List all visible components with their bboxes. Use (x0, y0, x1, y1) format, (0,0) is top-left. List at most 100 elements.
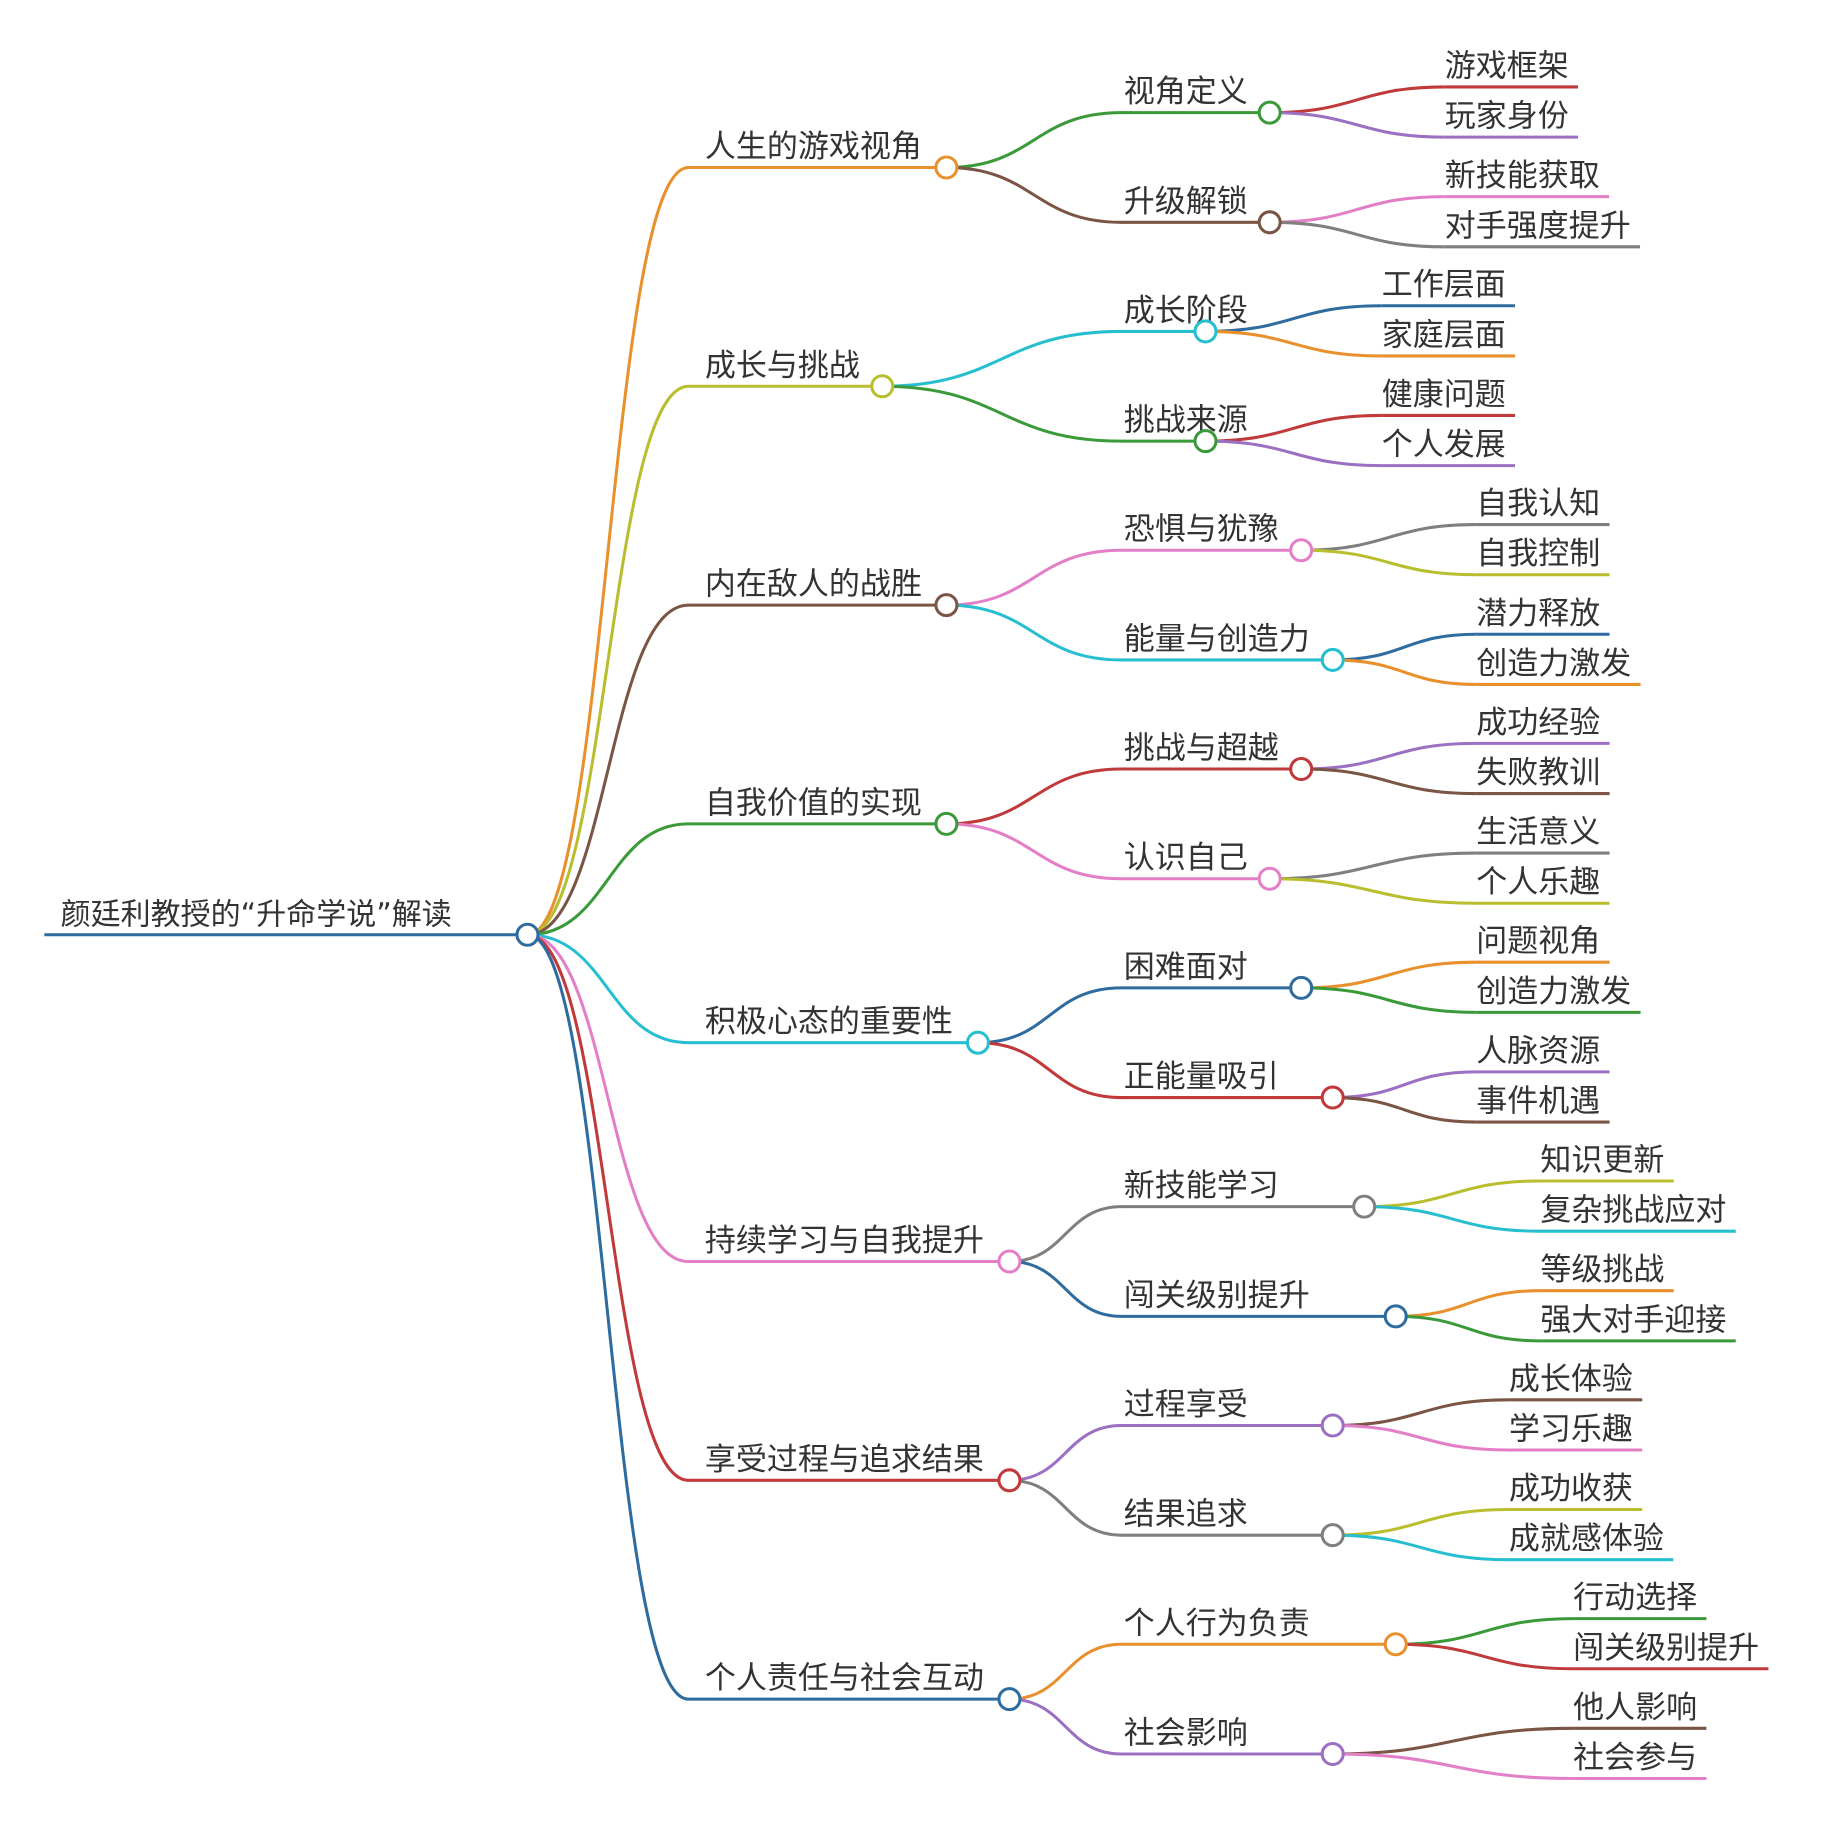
subtopic-node[interactable] (1193, 319, 1218, 344)
leaf-topic-label: 成就感体验 (1509, 1521, 1664, 1557)
leaf-connector (1269, 877, 1477, 905)
leaf-topic-label: 他人影响 (1573, 1690, 1697, 1726)
subtopic-node[interactable] (1320, 1085, 1345, 1110)
subtopic-node[interactable] (1289, 538, 1314, 563)
subtopic-connector (977, 1041, 1122, 1100)
edges-layer (44, 85, 1769, 1781)
leaf-connector (1301, 960, 1477, 990)
branch-connector (527, 933, 689, 1701)
subtopic-connector (1009, 1478, 1122, 1537)
subtopic-node[interactable] (1383, 1632, 1408, 1657)
subtopic-node[interactable] (1320, 647, 1345, 672)
leaf-connector (1301, 741, 1477, 771)
leaf-topic-label: 潜力释放 (1476, 596, 1600, 632)
leaf-connector (1332, 1398, 1509, 1427)
subtopic-node[interactable] (1383, 1304, 1408, 1329)
subtopic-connector (946, 165, 1122, 224)
subtopic-node[interactable] (1289, 757, 1314, 782)
leaf-topic-label: 游戏框架 (1445, 48, 1569, 84)
leaf-topic-label: 工作层面 (1382, 267, 1506, 303)
branch-topic-label: 持续学习与自我提升 (705, 1223, 984, 1259)
leaf-topic-label: 强大对手迎接 (1540, 1302, 1726, 1338)
leaf-topic-label: 新技能获取 (1445, 158, 1600, 194)
leaf-topic-label: 玩家身份 (1445, 99, 1569, 135)
subtopic-node[interactable] (1352, 1194, 1377, 1219)
leaf-connector (1395, 1289, 1541, 1318)
subtopic-label: 社会影响 (1124, 1715, 1248, 1751)
leaf-topic-label: 成功收获 (1509, 1471, 1633, 1507)
subtopic-node[interactable] (1320, 1741, 1345, 1767)
leaf-connector (1332, 1096, 1477, 1124)
branch-node[interactable] (997, 1468, 1022, 1493)
leaf-connector (1205, 304, 1382, 333)
branch-node[interactable] (997, 1687, 1022, 1712)
branch-node[interactable] (934, 155, 959, 180)
subtopic-label: 困难面对 (1124, 949, 1248, 985)
branch-node[interactable] (934, 593, 959, 618)
leaf-connector (1269, 111, 1445, 139)
branch-connector (527, 384, 689, 937)
branch-node[interactable] (997, 1249, 1022, 1274)
subtopic-node[interactable] (1257, 100, 1282, 125)
leaf-topic-label: 成功经验 (1476, 705, 1600, 741)
subtopic-connector (1009, 1642, 1122, 1701)
leaf-connector (1301, 523, 1477, 552)
subtopic-label: 成长阶段 (1124, 293, 1248, 329)
leaf-connector (1332, 1423, 1509, 1452)
branch-node[interactable] (965, 1030, 990, 1055)
subtopic-label: 过程享受 (1124, 1387, 1248, 1423)
leaf-connector (1301, 767, 1477, 796)
subtopic-label: 挑战来源 (1124, 403, 1248, 439)
leaf-connector (1205, 413, 1382, 443)
leaf-connector (1269, 851, 1477, 881)
branch-connector (527, 822, 689, 937)
subtopic-connector (1009, 1205, 1122, 1264)
branch-topic-label: 享受过程与追求结果 (705, 1442, 984, 1478)
subtopic-connector (946, 548, 1122, 607)
leaf-topic-label: 社会参与 (1573, 1740, 1697, 1776)
leaf-topic-label: 对手强度提升 (1445, 208, 1631, 244)
leaf-topic-label: 创造力激发 (1476, 974, 1631, 1010)
subtopic-label: 新技能学习 (1124, 1168, 1279, 1204)
subtopic-label: 挑战与超越 (1124, 731, 1279, 767)
leaf-connector (1205, 439, 1382, 468)
subtopic-connector (1009, 1423, 1122, 1482)
leaf-connector (1332, 1752, 1574, 1781)
leaf-topic-label: 人脉资源 (1476, 1033, 1600, 1069)
root-topic-label: 颜廷利教授的“升命学说”解读 (61, 897, 452, 932)
leaf-topic-label: 问题视角 (1476, 924, 1600, 960)
subtopic-node[interactable] (1257, 866, 1282, 891)
leaf-topic-label: 健康问题 (1382, 377, 1506, 413)
subtopic-connector (1009, 1259, 1122, 1318)
subtopic-label: 闯关级别提升 (1124, 1278, 1310, 1314)
leaf-topic-label: 事件机遇 (1476, 1084, 1600, 1120)
leaf-topic-label: 闯关级别提升 (1573, 1630, 1759, 1666)
leaf-connector (1395, 1314, 1541, 1343)
subtopic-label: 升级解锁 (1124, 184, 1248, 220)
leaf-topic-label: 行动选择 (1573, 1580, 1697, 1616)
leaf-topic-label: 自我认知 (1476, 486, 1600, 522)
leaf-connector (1332, 1726, 1574, 1756)
subtopic-node[interactable] (1193, 429, 1218, 454)
leaf-topic-label: 成长体验 (1509, 1361, 1633, 1397)
leaf-connector (1301, 986, 1477, 1014)
leaf-connector (1332, 1070, 1477, 1100)
root-node[interactable] (515, 922, 540, 947)
subtopic-node[interactable] (1320, 1413, 1345, 1438)
leaf-connector (1395, 1642, 1574, 1671)
subtopic-label: 恐惧与犹豫 (1124, 512, 1279, 548)
leaf-connector (1269, 220, 1445, 249)
subtopic-node[interactable] (1320, 1523, 1345, 1548)
branch-node[interactable] (934, 811, 959, 836)
subtopic-node[interactable] (1289, 975, 1314, 1000)
leaf-topic-label: 个人发展 (1382, 427, 1506, 463)
subtopic-node[interactable] (1257, 210, 1282, 235)
subtopic-label: 结果追求 (1124, 1497, 1248, 1533)
leaf-topic-label: 失败教训 (1476, 755, 1600, 791)
leaf-topic-label: 等级挑战 (1540, 1252, 1664, 1288)
subtopic-label: 能量与创造力 (1124, 621, 1310, 657)
branch-node[interactable] (870, 374, 895, 399)
subtopic-connector (946, 767, 1122, 826)
subtopic-connector (977, 986, 1122, 1045)
